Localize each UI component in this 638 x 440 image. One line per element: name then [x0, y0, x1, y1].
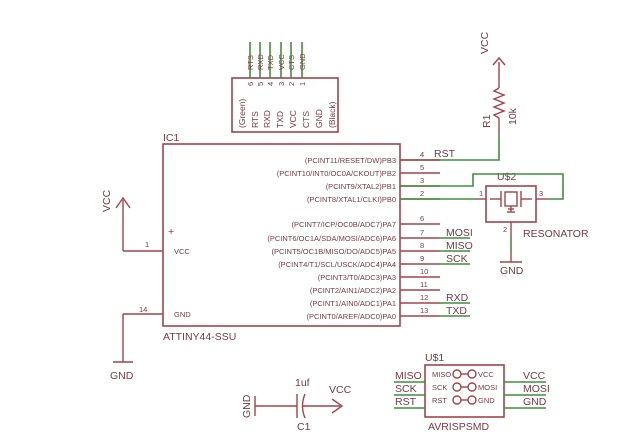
ic1-pin-1-number: 1	[145, 240, 149, 249]
u1-value: AVRISPSMD	[428, 421, 489, 433]
ic1-pin-number: 3	[420, 176, 424, 185]
header-body-label: RTS	[250, 111, 260, 128]
avrisp-net-label: MOSI	[523, 383, 550, 395]
c1-vcc-label: VCC	[329, 384, 352, 396]
header-pin-top-label: TXD	[266, 54, 275, 70]
ic1-pin-name: (PCINT8/XTAL1/CLKI)PB0	[307, 195, 396, 204]
c1-refdes: C1	[297, 421, 311, 433]
c1-value: 1uf	[295, 377, 310, 389]
ic1-pin-name: (PCINT3/T0/ADC3)PA3	[318, 273, 396, 282]
avrisp-net-label: SCK	[395, 383, 417, 395]
avrisp-pin-label: VCC	[478, 370, 494, 379]
u2-pin2: 2	[503, 225, 507, 234]
ic1-pin-number: 12	[420, 293, 428, 302]
u1-avrisp: U$1 AVRISPSMD MISO VCC MISO VCC SCK MOSI SCK MO…	[394, 352, 550, 433]
avrisp-pin-label: RST	[432, 396, 447, 405]
header-pin-number: 1	[298, 82, 307, 86]
net-label: TXD	[446, 305, 467, 317]
u2-resonator: U$2 RESONATOR 1 2 3 GND	[400, 171, 589, 277]
ic1-pin-name: (PCINT1/AIN0/ADC1)PA1	[310, 299, 396, 308]
avrisp-pin-label: MISO	[432, 370, 451, 379]
header-body-label: VCC	[288, 110, 298, 128]
avrisp-net-label: MISO	[395, 370, 422, 382]
ic1-pin-number: 13	[420, 306, 428, 315]
ic1-pin-number: 11	[420, 280, 428, 289]
c1-gnd-label: GND	[241, 394, 253, 418]
ic1-pin-name: (PCINT0/AREF/ADC0)PA0	[307, 312, 396, 321]
ic1-pin-number: 9	[420, 254, 424, 263]
ic1-pin-vcc-name: VCC	[174, 247, 190, 256]
u2-value: RESONATOR	[523, 228, 589, 240]
ic1-refdes: IC1	[163, 132, 180, 144]
header-pin-top-label: CTS	[287, 55, 296, 70]
ic1-pin-number: 10	[420, 267, 428, 276]
u1-refdes: U$1	[425, 352, 444, 364]
ic1-attiny44: IC1 ATTINY44-SSU + VCC GND 1 14 (PCINT11…	[123, 132, 473, 343]
header-pin-top-label: GND	[298, 53, 307, 70]
net-label: RXD	[446, 292, 469, 304]
ic1-part: ATTINY44-SSU	[163, 331, 236, 343]
ic1-pin-name: (PCINT6/OC1A/SDA/MOSI/ADC6)PA6	[267, 234, 396, 243]
header-body-label: CTS	[301, 111, 311, 128]
header-pin-top-label: RTS	[246, 55, 255, 70]
header-pin-number: 2	[287, 82, 296, 86]
header-body-label: TXD	[275, 111, 285, 128]
ic1-pin-number: 8	[420, 241, 424, 250]
header-pin-number: 5	[256, 82, 265, 86]
r1-vcc-label: VCC	[479, 31, 491, 54]
avrisp-pin-label: SCK	[432, 383, 447, 392]
avrisp-net-label: GND	[523, 396, 547, 408]
u2-gnd-label: GND	[500, 265, 524, 277]
c1-capacitor: GND VCC 1uf C1	[241, 377, 352, 433]
ic1-pin-number: 5	[420, 163, 424, 172]
ic1-pin-gnd-name: GND	[174, 310, 191, 319]
u2-pin1: 1	[479, 189, 483, 198]
ic1-pin-number: 4	[420, 150, 424, 159]
avrisp-net-label: RST	[395, 396, 417, 408]
ic1-pin-number: 6	[420, 214, 424, 223]
ic1-pin-name: (PCINT2/AIN1/ADC2)PA2	[310, 286, 396, 295]
left-vcc-label: VCC	[101, 189, 113, 212]
ic1-body	[162, 143, 401, 327]
ftdi-header-body	[231, 77, 339, 133]
avrisp-pin-label: GND	[478, 396, 495, 405]
ic1-pin-name: (PCINT5/OC1B/MISO/DO/ADC5)PA5	[272, 247, 396, 256]
left-gnd-label: GND	[110, 370, 134, 382]
header-body-label: GND	[314, 109, 324, 128]
ic1-pin-name: (PCINT11/RESET/DW)PB3	[305, 156, 396, 165]
net-label: MISO	[446, 240, 473, 252]
u2-refdes: U$2	[497, 171, 516, 183]
ic1-plus: +	[168, 226, 174, 238]
ic1-pin-name: (PCINT10/INT0/OC0A/CKOUT)PB2	[277, 169, 396, 178]
avrisp-net-label: VCC	[523, 370, 546, 382]
net-label: SCK	[446, 253, 468, 265]
header-pin-number: 3	[277, 82, 286, 86]
ic1-pin-name: (PCINT9/XTAL2)PB1	[326, 182, 396, 191]
r1-resistor: VCC R1 10k	[400, 31, 519, 161]
r1-value: 10k	[507, 107, 519, 125]
net-label: RST	[434, 148, 456, 160]
r1-refdes: R1	[481, 114, 493, 128]
ic1-pin-name: (PCINT4/T1/SCL/USCK/ADC4)PA4	[278, 260, 396, 269]
ic1-pin-number: 7	[420, 228, 424, 237]
avrisp-body	[424, 364, 505, 418]
left-vcc-symbol: VCC	[101, 189, 131, 251]
ic1-pin-number: 2	[420, 189, 424, 198]
avrisp-pin-label: MOSI	[478, 383, 497, 392]
u2-pin3: 3	[539, 189, 543, 198]
header-body-label: RXD	[262, 110, 272, 128]
header-body-label: (Green)	[237, 99, 247, 128]
header-pin-number: 6	[246, 82, 255, 86]
ic1-pin-name: (PCINT7/ICP/OC0B/ADC7)PA7	[292, 220, 396, 229]
header-pin-top-label: RXD	[256, 54, 265, 70]
left-gnd-symbol: GND	[110, 314, 134, 382]
header-body-label: (Black)	[327, 101, 337, 128]
header-pin-top-label: VCC	[277, 54, 286, 70]
net-label: MOSI	[446, 227, 473, 239]
header-pin-number: 4	[266, 82, 275, 86]
ic1-pin-14-number: 14	[139, 305, 147, 314]
